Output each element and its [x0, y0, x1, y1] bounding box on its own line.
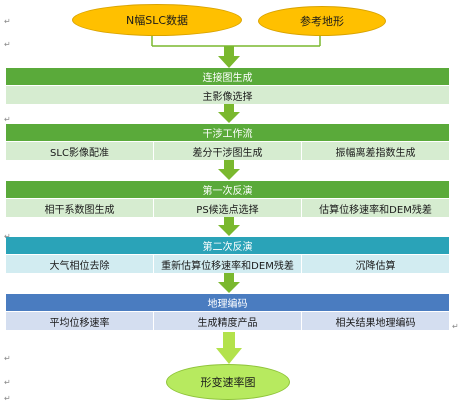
- stage-item: 大气相位去除: [6, 255, 154, 273]
- stage-item: 主影像选择: [202, 91, 253, 103]
- paragraph-mark: ↵: [4, 17, 11, 26]
- down-arrow-icon: [216, 332, 242, 364]
- stage-item: 生成精度产品: [154, 312, 302, 330]
- stage-bar-geocoding: 地理编码: [6, 294, 449, 311]
- stage-bar-interferometry-workflow: 干涉工作流: [6, 124, 449, 141]
- stage-item: 差分干涉图生成: [154, 142, 302, 160]
- input-reference-terrain-label: 参考地形: [300, 15, 344, 28]
- stage-title: 第一次反演: [202, 186, 253, 197]
- stage-item: 相干系数图生成: [6, 199, 154, 217]
- stage-item: 重新估算位移速率和DEM残差: [154, 255, 302, 273]
- stage-title: 干涉工作流: [202, 129, 253, 140]
- stage-item: 振幅离差指数生成: [335, 147, 416, 159]
- down-arrow-icon: [218, 103, 240, 123]
- stage-item: 估算位移速率和DEM残差: [319, 204, 432, 216]
- input-reference-terrain-ellipse: 参考地形: [258, 6, 386, 36]
- paragraph-mark: ↵: [4, 394, 11, 403]
- paragraph-mark: ↵: [4, 115, 11, 124]
- stage-title: 连接图生成: [202, 73, 253, 84]
- stage-bar-link-graph: 连接图生成: [6, 68, 449, 85]
- stage-item: PS候选点选择: [154, 199, 302, 217]
- stage-item: 沉降估算: [355, 260, 396, 272]
- stage-item: 相关结果地理编码: [335, 317, 416, 329]
- stage-items-row: SLC影像配准 差分干涉图生成 振幅离差指数生成: [6, 142, 449, 160]
- stage-items-row: 主影像选择: [6, 86, 449, 104]
- paragraph-mark: ↵: [4, 40, 11, 49]
- stage-title: 地理编码: [207, 299, 248, 310]
- stage-title: 第二次反演: [202, 242, 253, 253]
- stage-bar-second-inversion: 第二次反演: [6, 237, 449, 254]
- paragraph-mark: ↵: [4, 354, 11, 363]
- input-slc-data-label: N幅SLC数据: [125, 14, 189, 27]
- down-arrow-icon: [218, 273, 240, 293]
- stage-item: SLC影像配准: [6, 142, 154, 160]
- stage-items-row: 大气相位去除 重新估算位移速率和DEM残差 沉降估算: [6, 255, 449, 273]
- down-arrow-icon: [218, 160, 240, 180]
- down-arrow-icon: [218, 46, 240, 68]
- stage-item: 平均位移速率: [6, 312, 154, 330]
- paragraph-mark: ↵: [452, 322, 459, 331]
- paragraph-mark: ↵: [4, 378, 11, 387]
- stage-items-row: 相干系数图生成 PS候选点选择 估算位移速率和DEM残差: [6, 199, 449, 217]
- down-arrow-icon: [218, 216, 240, 236]
- output-deformation-rate-ellipse: 形变速率图: [166, 364, 290, 400]
- stage-items-row: 平均位移速率 生成精度产品 相关结果地理编码: [6, 312, 449, 330]
- stage-bar-first-inversion: 第一次反演: [6, 181, 449, 198]
- input-connector: [151, 36, 321, 47]
- input-slc-data-ellipse: N幅SLC数据: [72, 4, 242, 36]
- paragraph-mark: ↵: [4, 233, 11, 241]
- output-label: 形变速率图: [200, 376, 256, 389]
